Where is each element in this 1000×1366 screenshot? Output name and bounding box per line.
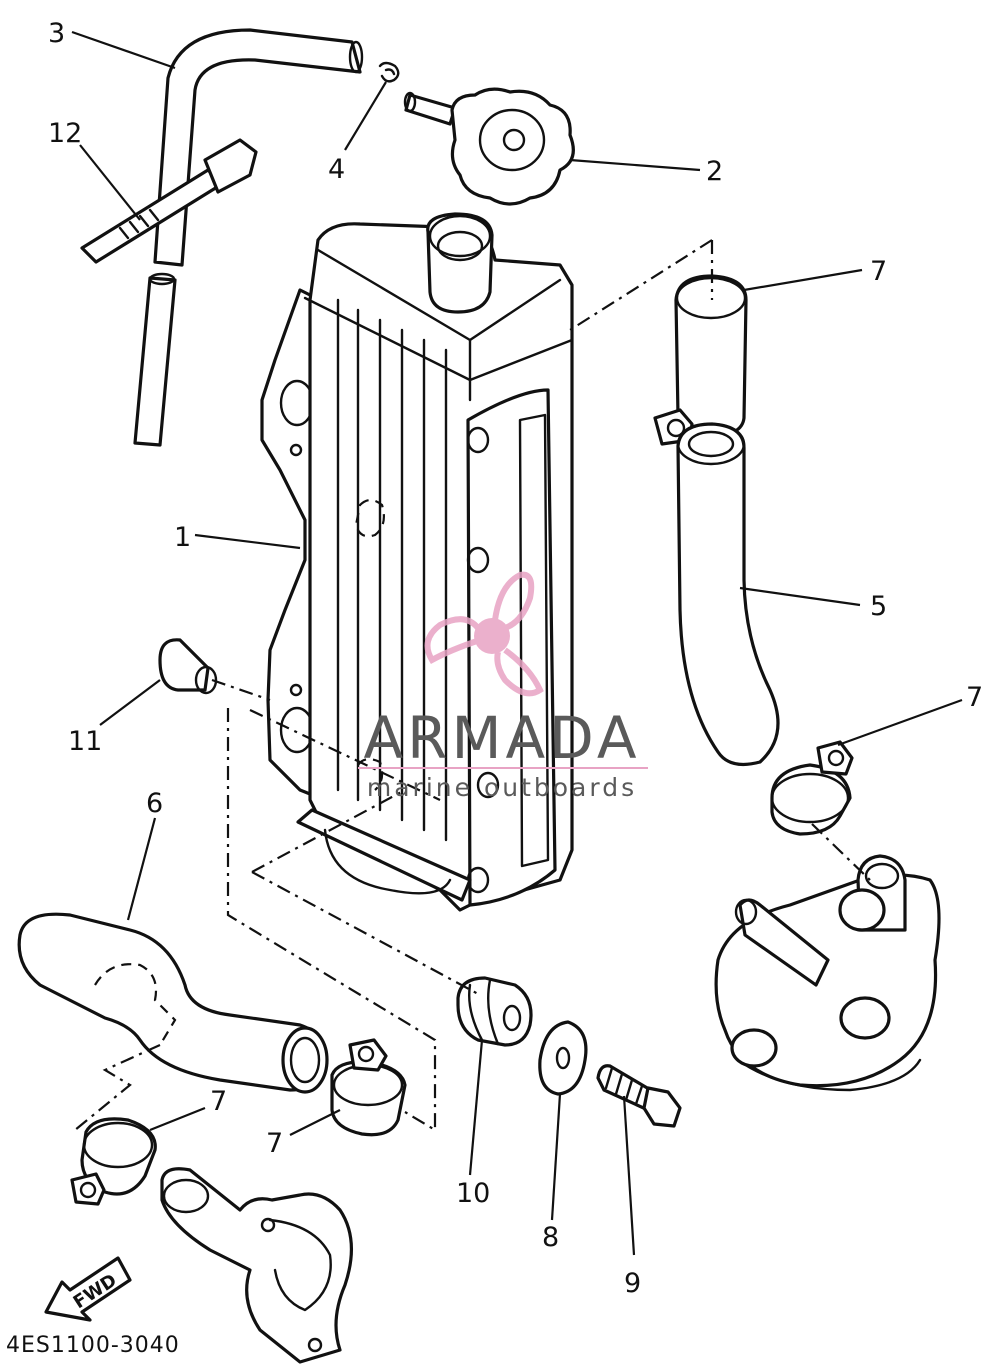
- callout-7-lower-middle: 7: [266, 1128, 283, 1159]
- cable-tie: [80, 138, 258, 264]
- callout-6: 6: [146, 788, 163, 819]
- callout-9: 9: [624, 1268, 641, 1299]
- radiator-hose-lower: [17, 912, 329, 1094]
- cylinder-head: [714, 854, 941, 1092]
- hose-clip: [378, 61, 400, 83]
- hose-clamp-upper: [653, 274, 748, 446]
- armada-logo: [424, 571, 544, 697]
- radiator-cap: [403, 87, 575, 206]
- callout-11: 11: [68, 726, 102, 757]
- bolt: [596, 1064, 682, 1128]
- hose-clamp-right: [770, 740, 854, 836]
- callout-12: 12: [48, 118, 82, 149]
- grommet: [158, 638, 218, 695]
- callout-7-upper: 7: [870, 256, 887, 287]
- radiator: [260, 212, 574, 912]
- callout-2: 2: [706, 156, 723, 187]
- propeller-hub: [474, 618, 510, 654]
- callout-4: 4: [328, 154, 345, 185]
- callout-3: 3: [48, 18, 65, 49]
- callout-7-right: 7: [966, 682, 983, 713]
- breather-hose: [133, 28, 364, 447]
- watermark-brand: ARMADA: [363, 704, 640, 772]
- leader-lines: [71, 30, 963, 1256]
- diagram-code: 4ES1100-3040: [6, 1333, 180, 1358]
- callout-numbers: 3 12 4 2 1 7 5 7 11 6 7 7 10 8 9: [48, 18, 983, 1299]
- washer: [538, 1020, 588, 1096]
- hose-clamp-lower-left: [70, 1117, 157, 1206]
- callout-5: 5: [870, 591, 887, 622]
- fwd-arrow: FWD: [44, 1256, 132, 1322]
- watermark-tagline: marine outboards: [367, 773, 637, 802]
- water-pump-housing: [160, 1167, 354, 1364]
- hose-clamp-lower-middle: [330, 1038, 407, 1137]
- radiator-hose-upper: [676, 422, 780, 766]
- callout-7-lower-left: 7: [210, 1086, 227, 1117]
- callout-10: 10: [456, 1178, 490, 1209]
- callout-8: 8: [542, 1222, 559, 1253]
- callout-1: 1: [174, 522, 191, 553]
- assembly-lines: [74, 239, 871, 1132]
- damper-grommet: [456, 976, 533, 1047]
